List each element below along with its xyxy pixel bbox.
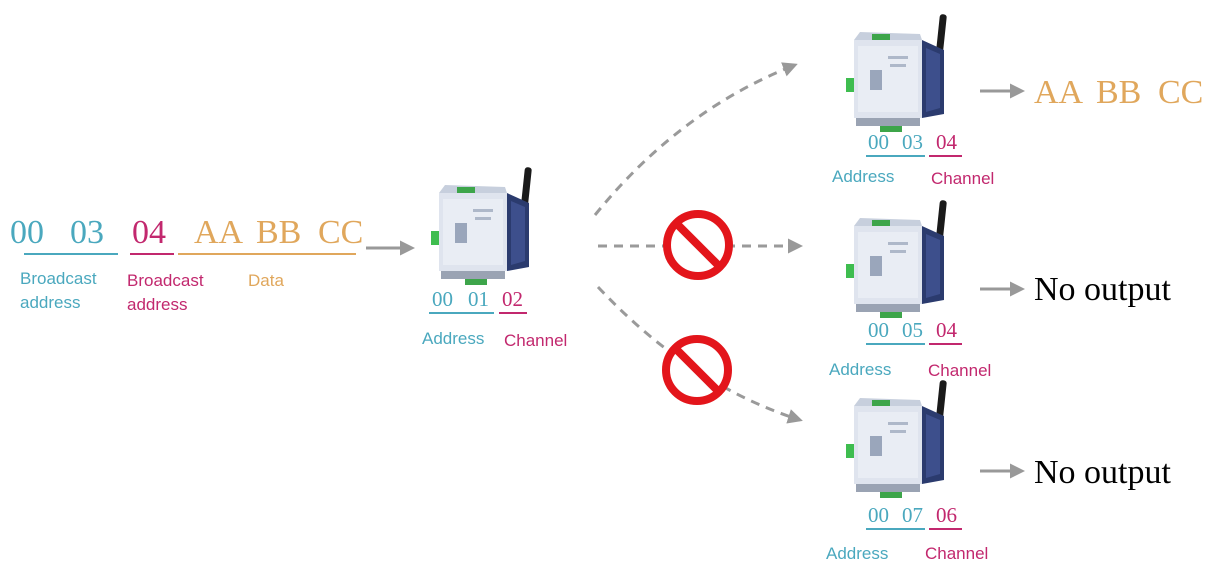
receiver-3-channel-label: Channel	[925, 544, 988, 563]
packet-address-label-2: address	[20, 293, 80, 312]
sender-channel: 02	[502, 287, 523, 311]
receiver-1-channel: 04	[936, 130, 958, 154]
sender-address-label: Address	[422, 329, 484, 348]
receiver-1-address-label: Address	[832, 167, 894, 186]
receiver-1-output-1: BB	[1096, 74, 1141, 111]
receiver-3-address-label: Address	[826, 544, 888, 563]
packet-address-label-1: Broadcast	[20, 269, 97, 288]
packet-data-1: BB	[256, 214, 301, 251]
forbidden-icon	[666, 339, 728, 401]
receiver-3-device-icon	[846, 379, 947, 498]
receiver-2-output: No output	[1034, 271, 1172, 308]
receiver-2-address-hi: 00	[868, 318, 889, 342]
sender-channel-label: Channel	[504, 331, 567, 350]
packet-channel-label-2: address	[127, 295, 187, 314]
receiver-1-device-icon	[846, 13, 947, 132]
packet-data-label: Data	[248, 271, 284, 290]
receiver-1-address-lo: 03	[902, 130, 923, 154]
receiver-2-device-icon	[846, 199, 947, 318]
packet-data-0: AA	[194, 214, 244, 251]
receiver-2-address-label: Address	[829, 360, 891, 379]
forbidden-icon	[667, 214, 729, 276]
receiver-2-channel: 04	[936, 318, 958, 342]
sender-address-lo: 01	[468, 287, 489, 311]
path-to-receiver-3	[596, 285, 803, 424]
sender-address-hi: 00	[432, 287, 453, 311]
packet-data-2: CC	[318, 214, 363, 251]
sender-device-icon	[431, 166, 532, 285]
receiver-3-address-hi: 00	[868, 503, 889, 527]
packet-addr-lo: 03	[70, 214, 104, 251]
receiver-3-address-lo: 07	[902, 503, 923, 527]
packet-channel: 04	[132, 214, 166, 251]
receiver-1-channel-label: Channel	[931, 169, 994, 188]
packet-channel-label-1: Broadcast	[127, 271, 204, 290]
receiver-3-output: No output	[1034, 454, 1172, 491]
receiver-2-channel-label: Channel	[928, 361, 991, 380]
receiver-2-address-lo: 05	[902, 318, 923, 342]
packet-addr-hi: 00	[10, 214, 44, 251]
receiver-1-address-hi: 00	[868, 130, 889, 154]
receiver-1-output-2: CC	[1158, 74, 1203, 111]
receiver-3-channel: 06	[936, 503, 957, 527]
path-to-receiver-1	[593, 62, 798, 216]
receiver-1-output-0: AA	[1034, 74, 1084, 111]
